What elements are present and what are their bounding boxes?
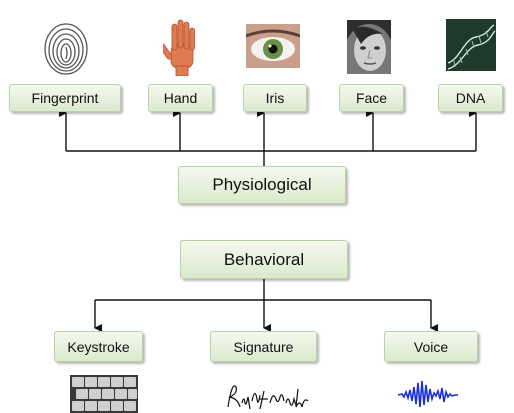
hand-label: Hand [163,90,198,106]
physiological-label: Physiological [212,175,312,194]
face-box: Face [339,84,404,112]
signature-image [222,377,314,413]
fingerprint-label: Fingerprint [31,90,99,106]
iris-label: Iris [265,90,285,106]
signature-box: Signature [210,331,317,362]
voice-label: Voice [413,338,449,355]
face-image [347,20,391,74]
signature-label: Signature [233,338,294,355]
hand-box: Hand [148,84,213,112]
physiological-box: Physiological [178,166,346,204]
waveform-image [398,375,458,413]
fingerprint-image [40,20,92,76]
face-label: Face [355,90,388,106]
eye-image [246,24,300,68]
behavioral-label: Behavioral [223,249,305,269]
voice-box: Voice [384,331,478,362]
behavioral-box: Behavioral [180,240,348,279]
dna-box: DNA [438,84,503,112]
keystroke-label: Keystroke [67,338,130,355]
dna-image [446,19,496,71]
dna-label: DNA [455,90,486,106]
keystroke-box: Keystroke [54,331,143,362]
keyboard-image [70,375,138,413]
hand-image [163,18,201,76]
fingerprint-box: Fingerprint [9,84,121,112]
iris-box: Iris [243,84,307,112]
